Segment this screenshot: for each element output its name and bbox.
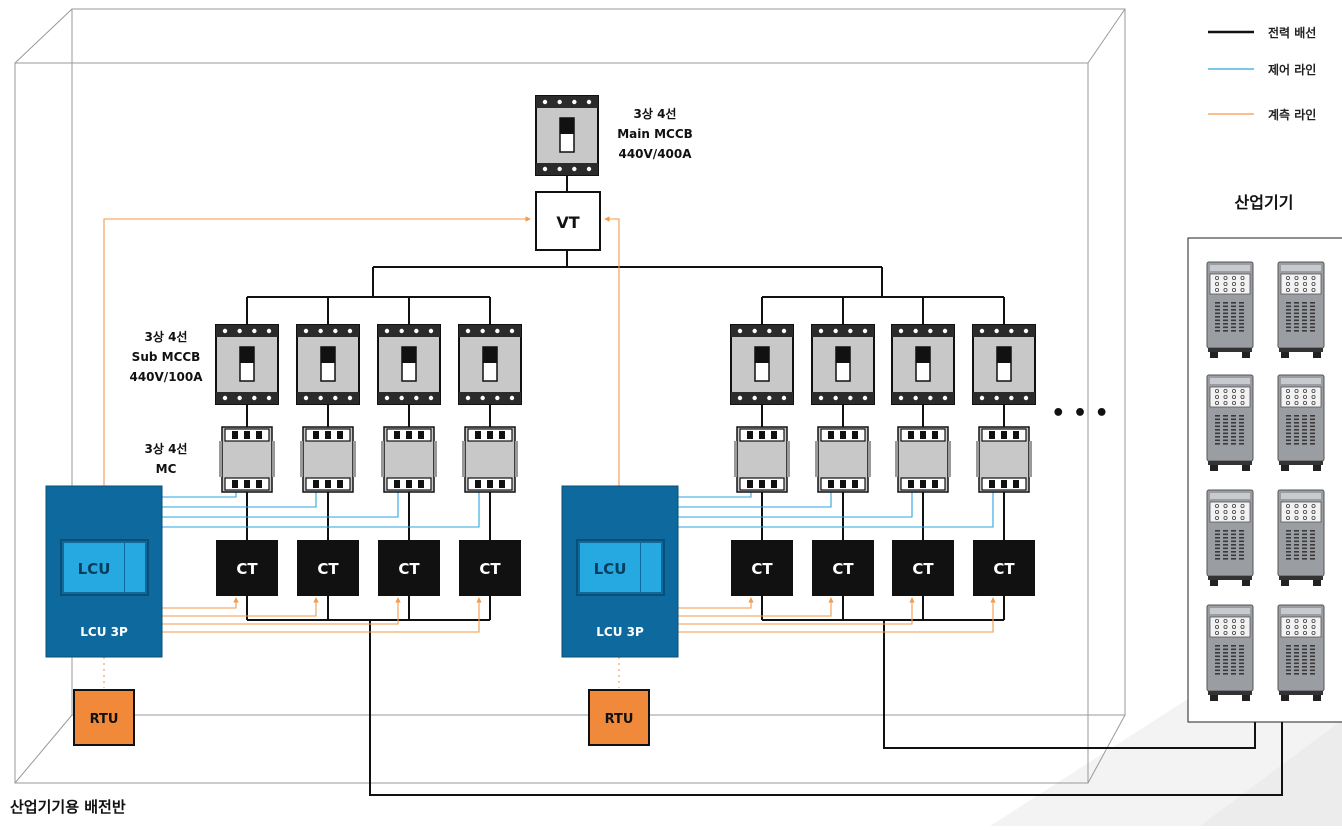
mccb-breaker-icon xyxy=(377,324,441,405)
ct-box: CT xyxy=(297,540,359,596)
mc-label-phase: 3상 4선 xyxy=(145,441,188,456)
ct-label: CT xyxy=(479,560,501,578)
mc-contactor-icon xyxy=(734,426,790,493)
main-mccb-breaker xyxy=(535,95,599,176)
equipment-units xyxy=(1206,261,1325,701)
sub-mccb-label-name: Sub MCCB xyxy=(132,350,201,364)
legend-control-label: 제어 라인 xyxy=(1268,62,1316,77)
mccb-breaker-icon xyxy=(296,324,360,405)
industrial-machine-icon xyxy=(1277,374,1325,471)
legend-measure-label: 계측 라인 xyxy=(1268,107,1316,122)
mc-contactor-icon xyxy=(300,426,356,493)
mccb-breaker-icon xyxy=(891,324,955,405)
vt-label: VT xyxy=(556,213,579,232)
ct-box: CT xyxy=(459,540,521,596)
ct-label: CT xyxy=(832,560,854,578)
mc-contactor-icon xyxy=(219,426,275,493)
mc-contactor-icon xyxy=(462,426,518,493)
rtu-label: RTU xyxy=(90,712,119,727)
legend-power-label: 전력 배선 xyxy=(1268,25,1316,40)
lcu-unit-left: LCU LCU 3P xyxy=(45,485,163,658)
lcu-label: LCU xyxy=(594,560,627,578)
sub-mccb-group xyxy=(215,324,1036,405)
mc-contactor-icon xyxy=(895,426,951,493)
mccb-breaker-icon xyxy=(811,324,875,405)
sub-mccb-label-phase: 3상 4선 xyxy=(145,329,188,344)
mc-label-name: MC xyxy=(156,462,177,476)
mc-contactor-icon xyxy=(976,426,1032,493)
mccb-breaker-icon xyxy=(535,95,599,176)
rtu-label: RTU xyxy=(605,712,634,727)
industrial-machine-icon xyxy=(1206,489,1254,586)
more-ellipsis: • • • xyxy=(1051,401,1109,426)
lcu-label: LCU xyxy=(78,560,111,578)
ct-label: CT xyxy=(993,560,1015,578)
industrial-machine-icon xyxy=(1206,604,1254,701)
mc-contactor-icon xyxy=(381,426,437,493)
rtu-unit-right: RTU xyxy=(588,689,650,746)
ct-box: CT xyxy=(973,540,1035,596)
main-mccb-label-phase: 3상 4선 xyxy=(634,106,677,121)
ct-group: CT CT CT CT CT CT CT CT xyxy=(216,540,1035,596)
industrial-machine-icon xyxy=(1206,261,1254,358)
lcu3p-label: LCU 3P xyxy=(596,625,644,639)
lcu-unit-right: LCU LCU 3P xyxy=(561,485,679,658)
ct-label: CT xyxy=(912,560,934,578)
ct-box: CT xyxy=(812,540,874,596)
lcu3p-label: LCU 3P xyxy=(80,625,128,639)
main-mccb-label-name: Main MCCB xyxy=(617,127,693,141)
main-mccb-label-rating: 440V/400A xyxy=(618,147,692,161)
mccb-breaker-icon xyxy=(730,324,794,405)
equipment-title: 산업기기 xyxy=(1235,193,1294,212)
mccb-breaker-icon xyxy=(458,324,522,405)
ct-label: CT xyxy=(398,560,420,578)
sub-mccb-label-rating: 440V/100A xyxy=(129,370,203,384)
vt-box: VT xyxy=(535,191,601,251)
industrial-machine-icon xyxy=(1277,489,1325,586)
ct-label: CT xyxy=(236,560,258,578)
legend: 전력 배선 제어 라인 계측 라인 xyxy=(1208,25,1316,122)
rtu-unit-left: RTU xyxy=(73,689,135,746)
mccb-breaker-icon xyxy=(215,324,279,405)
industrial-machine-icon xyxy=(1206,374,1254,471)
mc-contactor-icon xyxy=(815,426,871,493)
mc-group xyxy=(219,426,1032,493)
ct-box: CT xyxy=(892,540,954,596)
industrial-machine-icon xyxy=(1277,604,1325,701)
industrial-machine-icon xyxy=(1277,261,1325,358)
ct-label: CT xyxy=(751,560,773,578)
measurement-lines xyxy=(103,216,996,688)
panel-title: 산업기기용 배전반 xyxy=(10,798,126,816)
mccb-breaker-icon xyxy=(972,324,1036,405)
ct-box: CT xyxy=(216,540,278,596)
ct-box: CT xyxy=(731,540,793,596)
ct-box: CT xyxy=(378,540,440,596)
ct-label: CT xyxy=(317,560,339,578)
